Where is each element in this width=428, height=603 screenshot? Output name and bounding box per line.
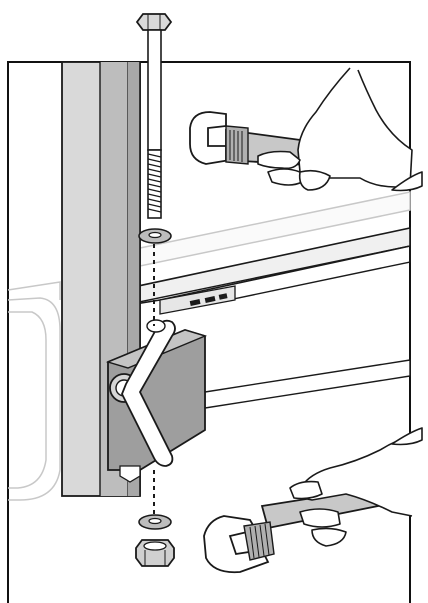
hex-bolt-icon: [135, 13, 173, 219]
lower-washer-icon: [138, 514, 172, 530]
lower-hand: [289, 427, 423, 547]
vertical-leg: [61, 61, 141, 497]
hex-nut-icon: [135, 539, 175, 567]
horizontal-rail: [109, 227, 411, 409]
upper-washer-icon: [138, 228, 172, 244]
corner-bracket: [105, 319, 208, 483]
upper-hand: [257, 67, 423, 192]
